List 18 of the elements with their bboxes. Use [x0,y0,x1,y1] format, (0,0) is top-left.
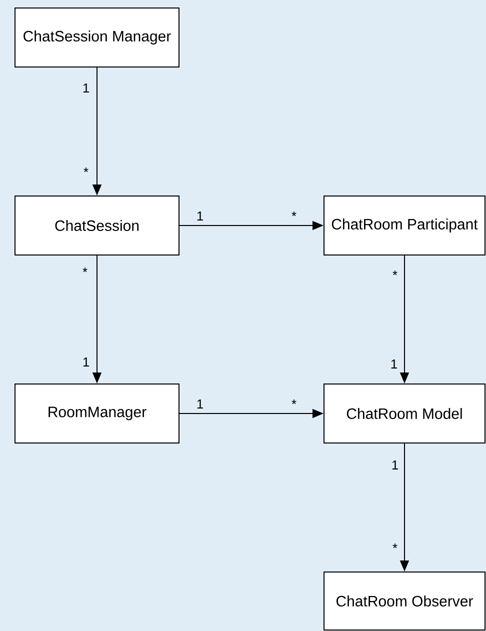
multiplicity-label: * [292,212,296,216]
multiplicity-label: 1 [83,84,89,92]
class-box: ChatRoom Participant [324,196,486,256]
multiplicity-label: * [292,400,296,404]
multiplicity-label: 1 [197,212,203,220]
multiplicity-label: * [392,270,398,276]
class-box: ChatRoom Observer [324,572,486,630]
class-box: ChatSession [14,196,180,256]
multiplicity-label: * [84,168,88,172]
multiplicity-label: * [392,544,398,548]
class-box: RoomManager [14,384,180,444]
multiplicity-label: 1 [83,358,89,366]
class-box: ChatSession Manager [14,8,180,68]
multiplicity-label: 1 [197,400,203,408]
multiplicity-label: * [82,268,88,272]
class-box: ChatRoom Model [324,384,486,444]
multiplicity-label: 1 [391,360,397,368]
multiplicity-label: 1 [392,460,398,470]
